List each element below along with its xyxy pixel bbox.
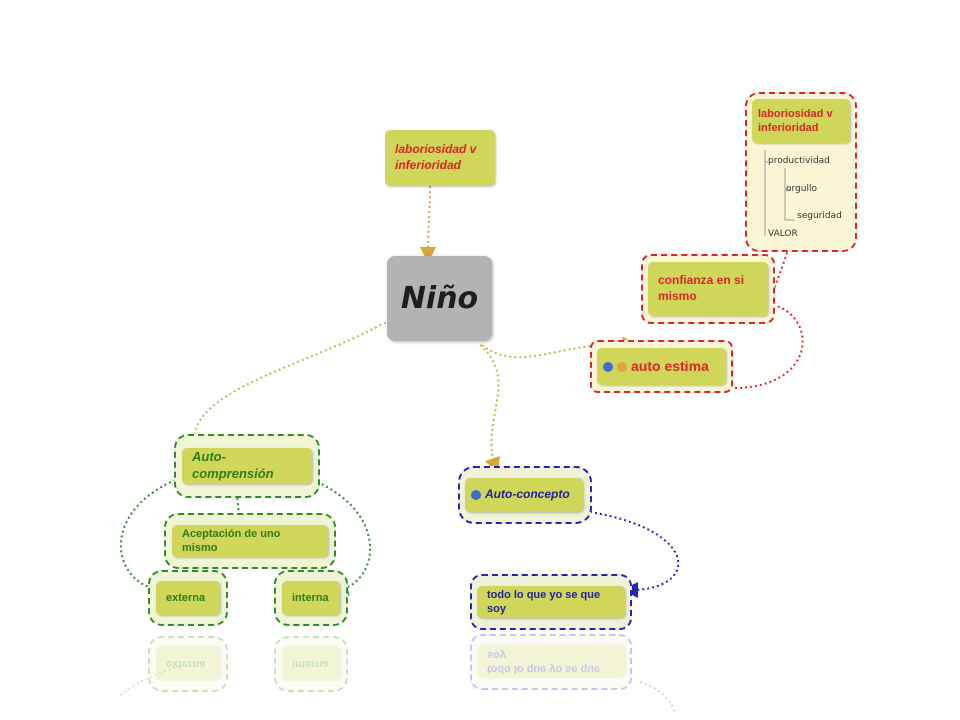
node-label: Aceptación de uno mismo — [172, 525, 328, 557]
node-todo-frame[interactable]: todo lo que yo se que soy — [470, 574, 632, 630]
subitem-valor: VALOR — [768, 229, 798, 239]
node-label: confianza en si mismo — [648, 262, 768, 316]
link-autocomprension-to-externa — [119, 477, 181, 597]
info-icon — [471, 490, 481, 500]
subitem-seguridad: seguridad — [797, 211, 842, 221]
node-label: auto estima — [631, 358, 709, 375]
node-label: Auto-concepto — [485, 487, 570, 502]
link-autoconcepto-to-todo — [589, 511, 680, 598]
node-autocomprension-frame[interactable]: Auto-comprensión — [174, 434, 320, 498]
node-autoconcepto-frame[interactable]: Auto-concepto — [458, 466, 592, 524]
link-reflection-blue — [639, 681, 676, 713]
node-label: todo lo que yo se que soy — [477, 586, 625, 618]
node-autoestima-frame[interactable]: auto estima — [590, 340, 733, 393]
subitem-productividad: productividad — [768, 156, 830, 166]
link-reflection — [119, 667, 176, 696]
info-icon — [603, 361, 613, 372]
link-top-to-nino — [420, 185, 437, 263]
link-autoestima-to-confianza — [729, 296, 804, 390]
node-confianza-frame[interactable]: confianza en si mismo — [641, 254, 775, 324]
node-nino[interactable]: Niño — [387, 256, 492, 341]
node-aceptacion-frame[interactable]: Aceptación de uno mismo — [164, 513, 336, 569]
node-nino-label: Niño — [387, 256, 492, 341]
link-autocomprension-to-interna — [307, 477, 372, 596]
node-laboriosidad-top[interactable]: laboriosidad v inferioridad — [385, 130, 495, 186]
link-nino-to-autocomprension — [185, 319, 391, 460]
node-label: Auto-comprensión — [182, 448, 312, 484]
node-autoestima: auto estima — [597, 348, 726, 385]
link-nino-to-autoestima — [481, 336, 638, 359]
node-interna-frame[interactable]: interna — [274, 570, 348, 626]
attachment-icon — [617, 361, 627, 372]
node-label: laboriosidad v inferioridad — [385, 130, 495, 186]
reflection-todo: todo lo que yo se que soy — [470, 634, 632, 690]
reflection-interna: interna — [274, 636, 348, 692]
node-autoconcepto: Auto-concepto — [465, 478, 583, 512]
reflection-externa: externa — [148, 636, 228, 692]
subitem-orgullo: orgullo — [786, 184, 817, 194]
node-label: laboriosidad v inferioridad — [752, 99, 850, 143]
link-nino-to-autoconcepto — [479, 344, 501, 474]
node-externa-frame[interactable]: externa — [148, 570, 228, 626]
node-label: interna — [282, 581, 340, 615]
node-laboriosidad-right-frame[interactable]: laboriosidad v inferioridad — [745, 92, 857, 252]
node-label: externa — [156, 581, 220, 615]
